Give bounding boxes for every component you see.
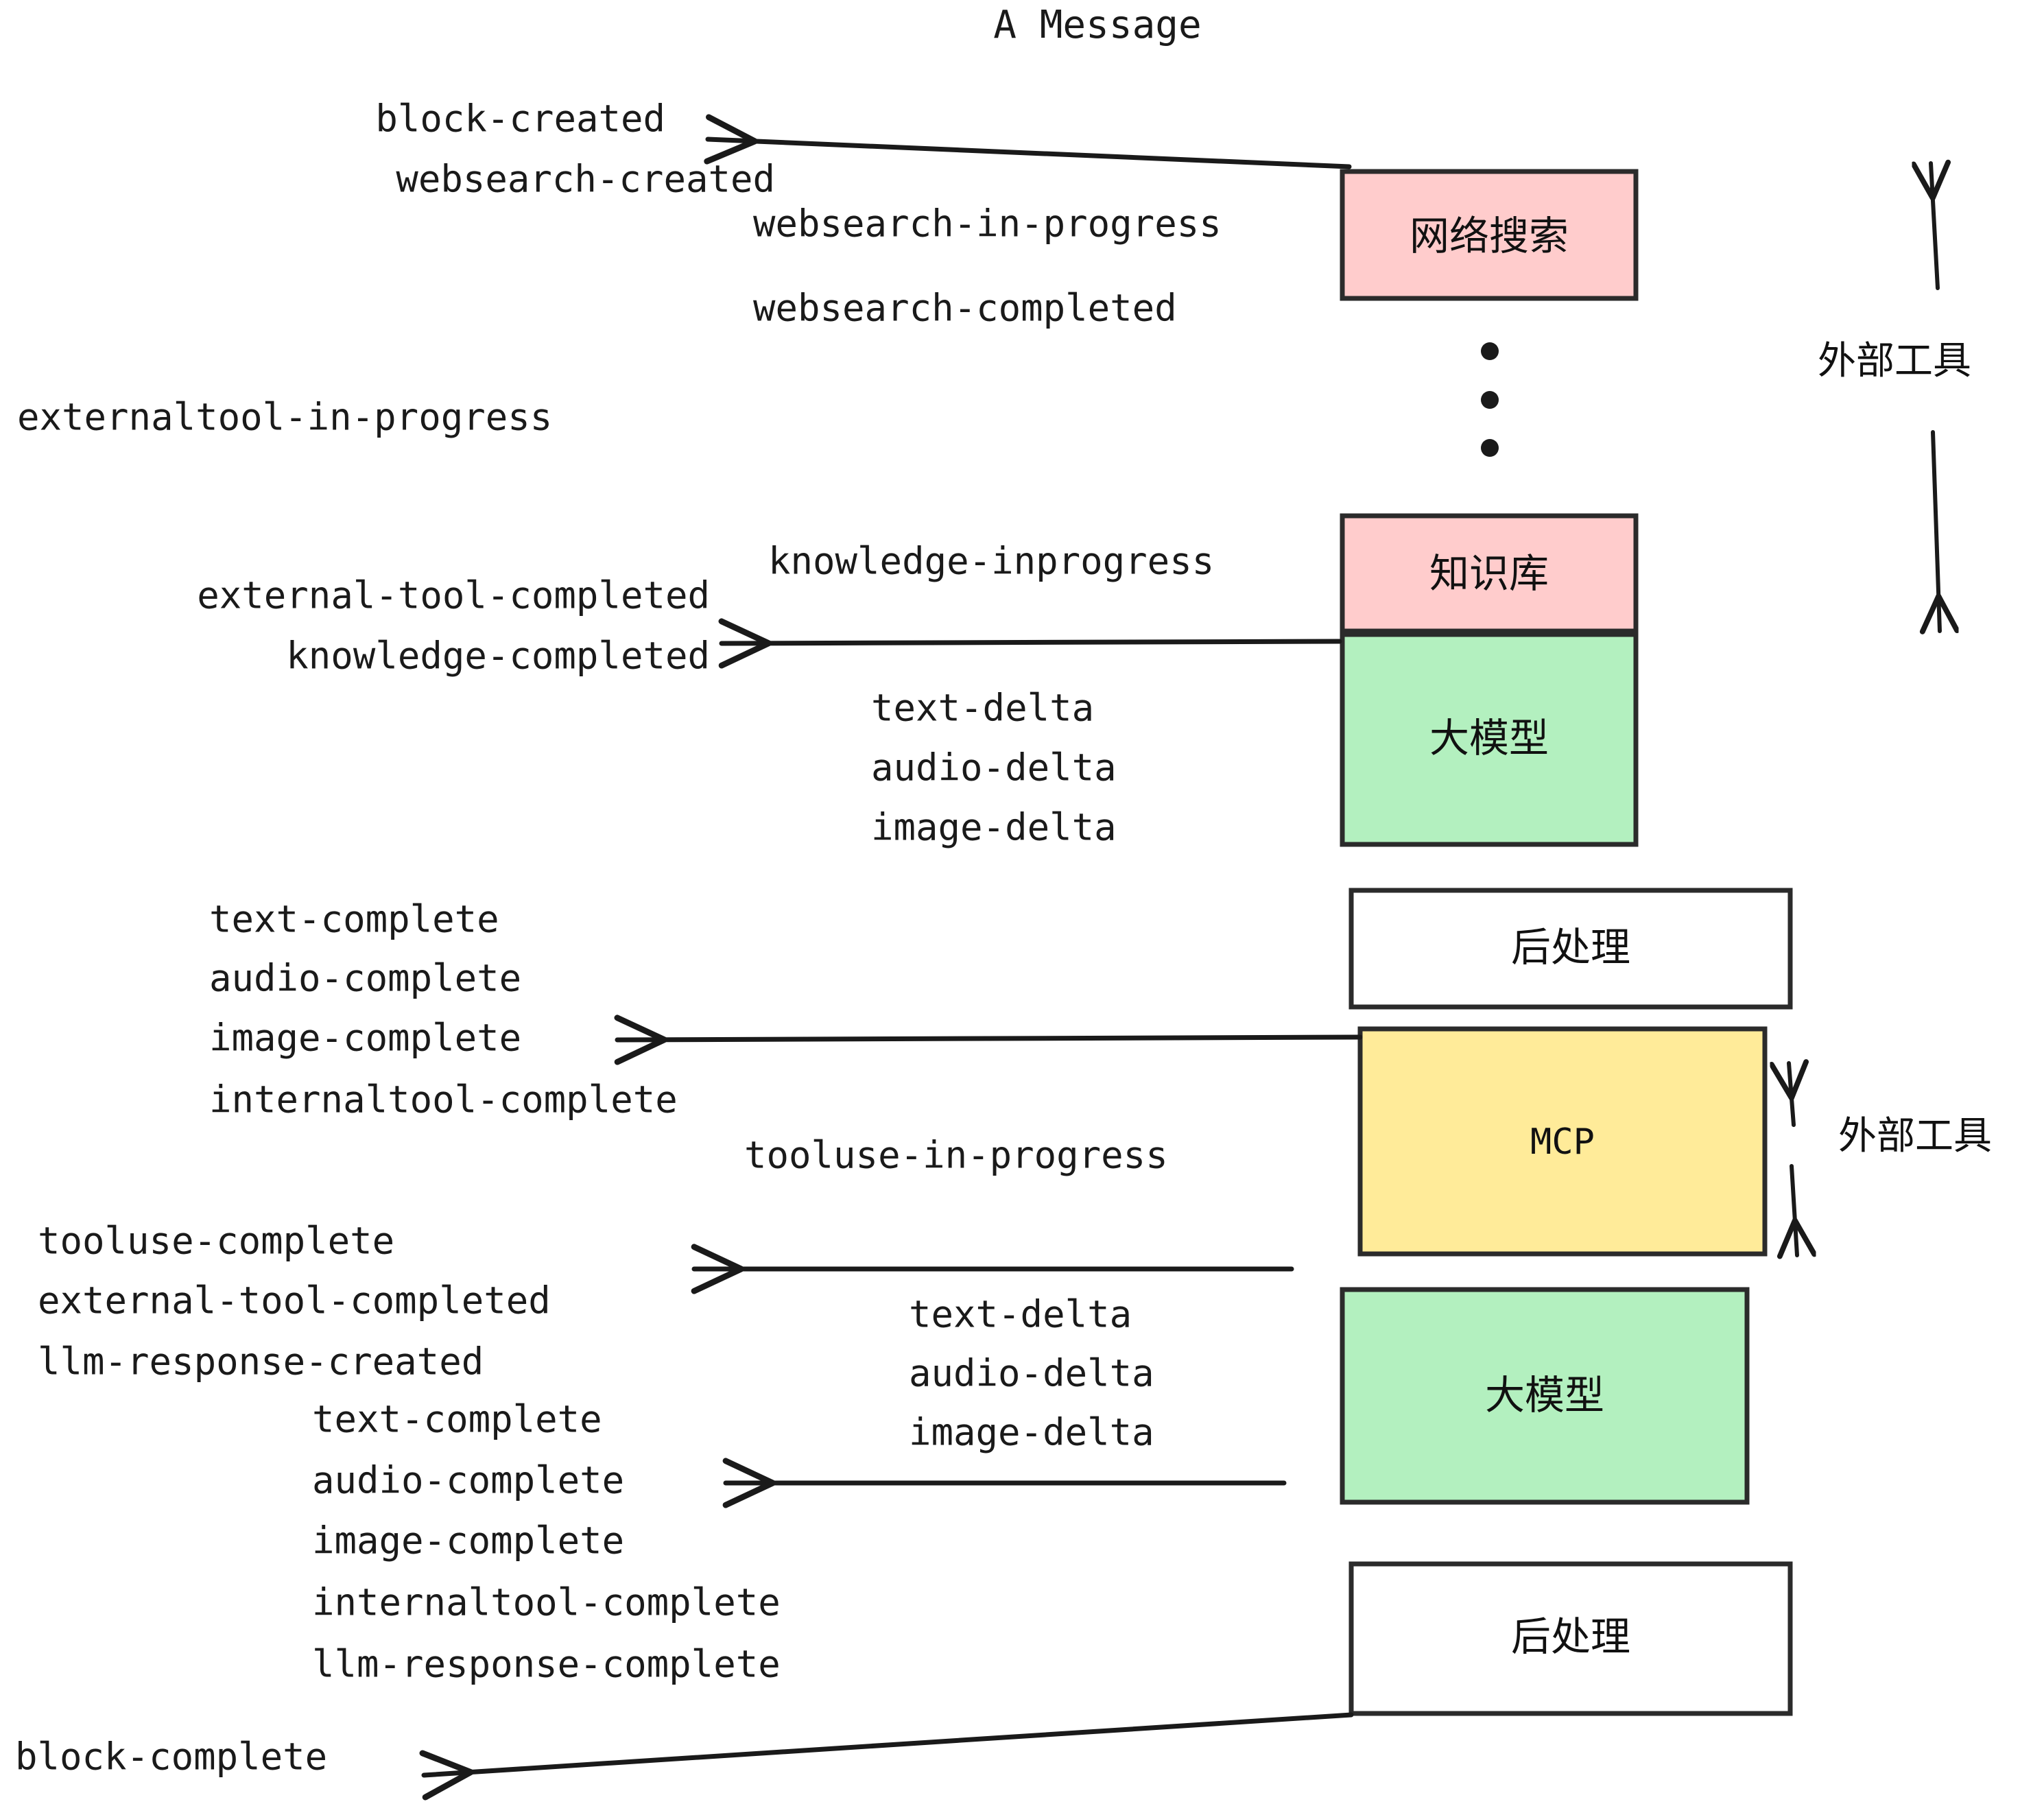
- event-label: websearch-created: [396, 158, 775, 201]
- event-label: audio-delta: [871, 746, 1117, 790]
- event-label: knowledge-completed: [286, 634, 710, 678]
- arrow-up-icon: [1931, 163, 1938, 290]
- event-label: block-created: [375, 97, 665, 141]
- box-llm-top-label: 大模型: [1429, 715, 1549, 761]
- box-postprocess-top-label: 后处理: [1511, 924, 1630, 971]
- box-llm-bottom-label: 大模型: [1485, 1372, 1604, 1419]
- event-label: tooluse-complete: [38, 1220, 394, 1263]
- event-label: audio-delta: [909, 1352, 1154, 1395]
- ellipsis-dot: [1481, 439, 1499, 457]
- box-llm-bottom[interactable]: 大模型: [1340, 1287, 1750, 1505]
- event-label: image-complete: [312, 1519, 624, 1563]
- event-label: text-complete: [312, 1398, 602, 1441]
- external-tool-range-top: 外部工具: [1818, 163, 1971, 631]
- box-knowledge-label: 知识库: [1429, 550, 1549, 597]
- box-llm-bottom-rect: [1340, 1287, 1750, 1505]
- ellipsis-dot: [1481, 342, 1499, 360]
- arrow-down-icon: [1933, 430, 1940, 631]
- event-label: llm-response-complete: [312, 1643, 781, 1686]
- box-knowledge-rect: [1340, 513, 1639, 634]
- event-label: internaltool-complete: [312, 1581, 781, 1624]
- event-label: text-delta: [909, 1293, 1132, 1336]
- box-websearch-rect: [1340, 169, 1639, 301]
- event-label: image-complete: [209, 1017, 521, 1060]
- event-label: websearch-in-progress: [753, 202, 1222, 246]
- event-label: text-delta: [871, 687, 1094, 730]
- arrow-down-icon: [1792, 1164, 1797, 1255]
- box-llm-top-rect: [1340, 632, 1639, 847]
- arrow-up-icon: [1789, 1063, 1794, 1127]
- external-tool-range-bottom: 外部工具: [1789, 1063, 1992, 1255]
- event-label: llm-response-created: [38, 1340, 484, 1384]
- event-label: tooluse-in-progress: [744, 1134, 1168, 1177]
- box-websearch-label: 网络搜索: [1410, 213, 1569, 259]
- event-label: image-delta: [909, 1411, 1154, 1454]
- box-websearch[interactable]: 网络搜索: [1340, 169, 1639, 301]
- arrow-websearch-to-events: [708, 139, 1352, 169]
- box-llm-top[interactable]: 大模型: [1340, 632, 1639, 847]
- external-tool-label-top: 外部工具: [1818, 339, 1971, 383]
- event-label: block-complete: [15, 1735, 327, 1779]
- event-label: internaltool-complete: [209, 1078, 678, 1121]
- event-label: text-complete: [209, 898, 499, 941]
- event-label: audio-complete: [312, 1459, 624, 1502]
- box-postprocess-top[interactable]: 后处理: [1348, 888, 1793, 1010]
- event-label: externaltool-in-progress: [17, 396, 552, 439]
- box-postprocess-bottom-label: 后处理: [1511, 1613, 1630, 1660]
- event-label: websearch-completed: [753, 287, 1177, 330]
- arrow-mcp-to-events: [617, 1037, 1363, 1040]
- ellipsis-dot: [1481, 391, 1499, 409]
- event-label: external-tool-completed: [38, 1279, 551, 1322]
- event-label: knowledge-inprogress: [768, 540, 1214, 583]
- box-mcp-label: MCP: [1530, 1121, 1595, 1163]
- box-postprocess-bottom[interactable]: 后处理: [1348, 1561, 1793, 1716]
- external-tool-label-bottom: 外部工具: [1838, 1114, 1992, 1159]
- box-knowledge[interactable]: 知识库: [1340, 513, 1639, 634]
- box-postprocess-bottom-rect: [1348, 1561, 1793, 1716]
- box-postprocess-top-rect: [1348, 888, 1793, 1010]
- box-mcp-rect: [1357, 1026, 1768, 1257]
- event-label: audio-complete: [209, 957, 521, 1000]
- box-mcp[interactable]: MCP: [1357, 1026, 1768, 1257]
- event-label: image-delta: [871, 806, 1117, 849]
- page-title: A Message: [993, 3, 1201, 47]
- event-label: external-tool-completed: [197, 574, 710, 617]
- arrow-knowledge-to-events: [722, 641, 1342, 643]
- arrow-postprocess-to-block-complete: [424, 1712, 1354, 1775]
- ellipsis-between-tools: [1481, 342, 1499, 457]
